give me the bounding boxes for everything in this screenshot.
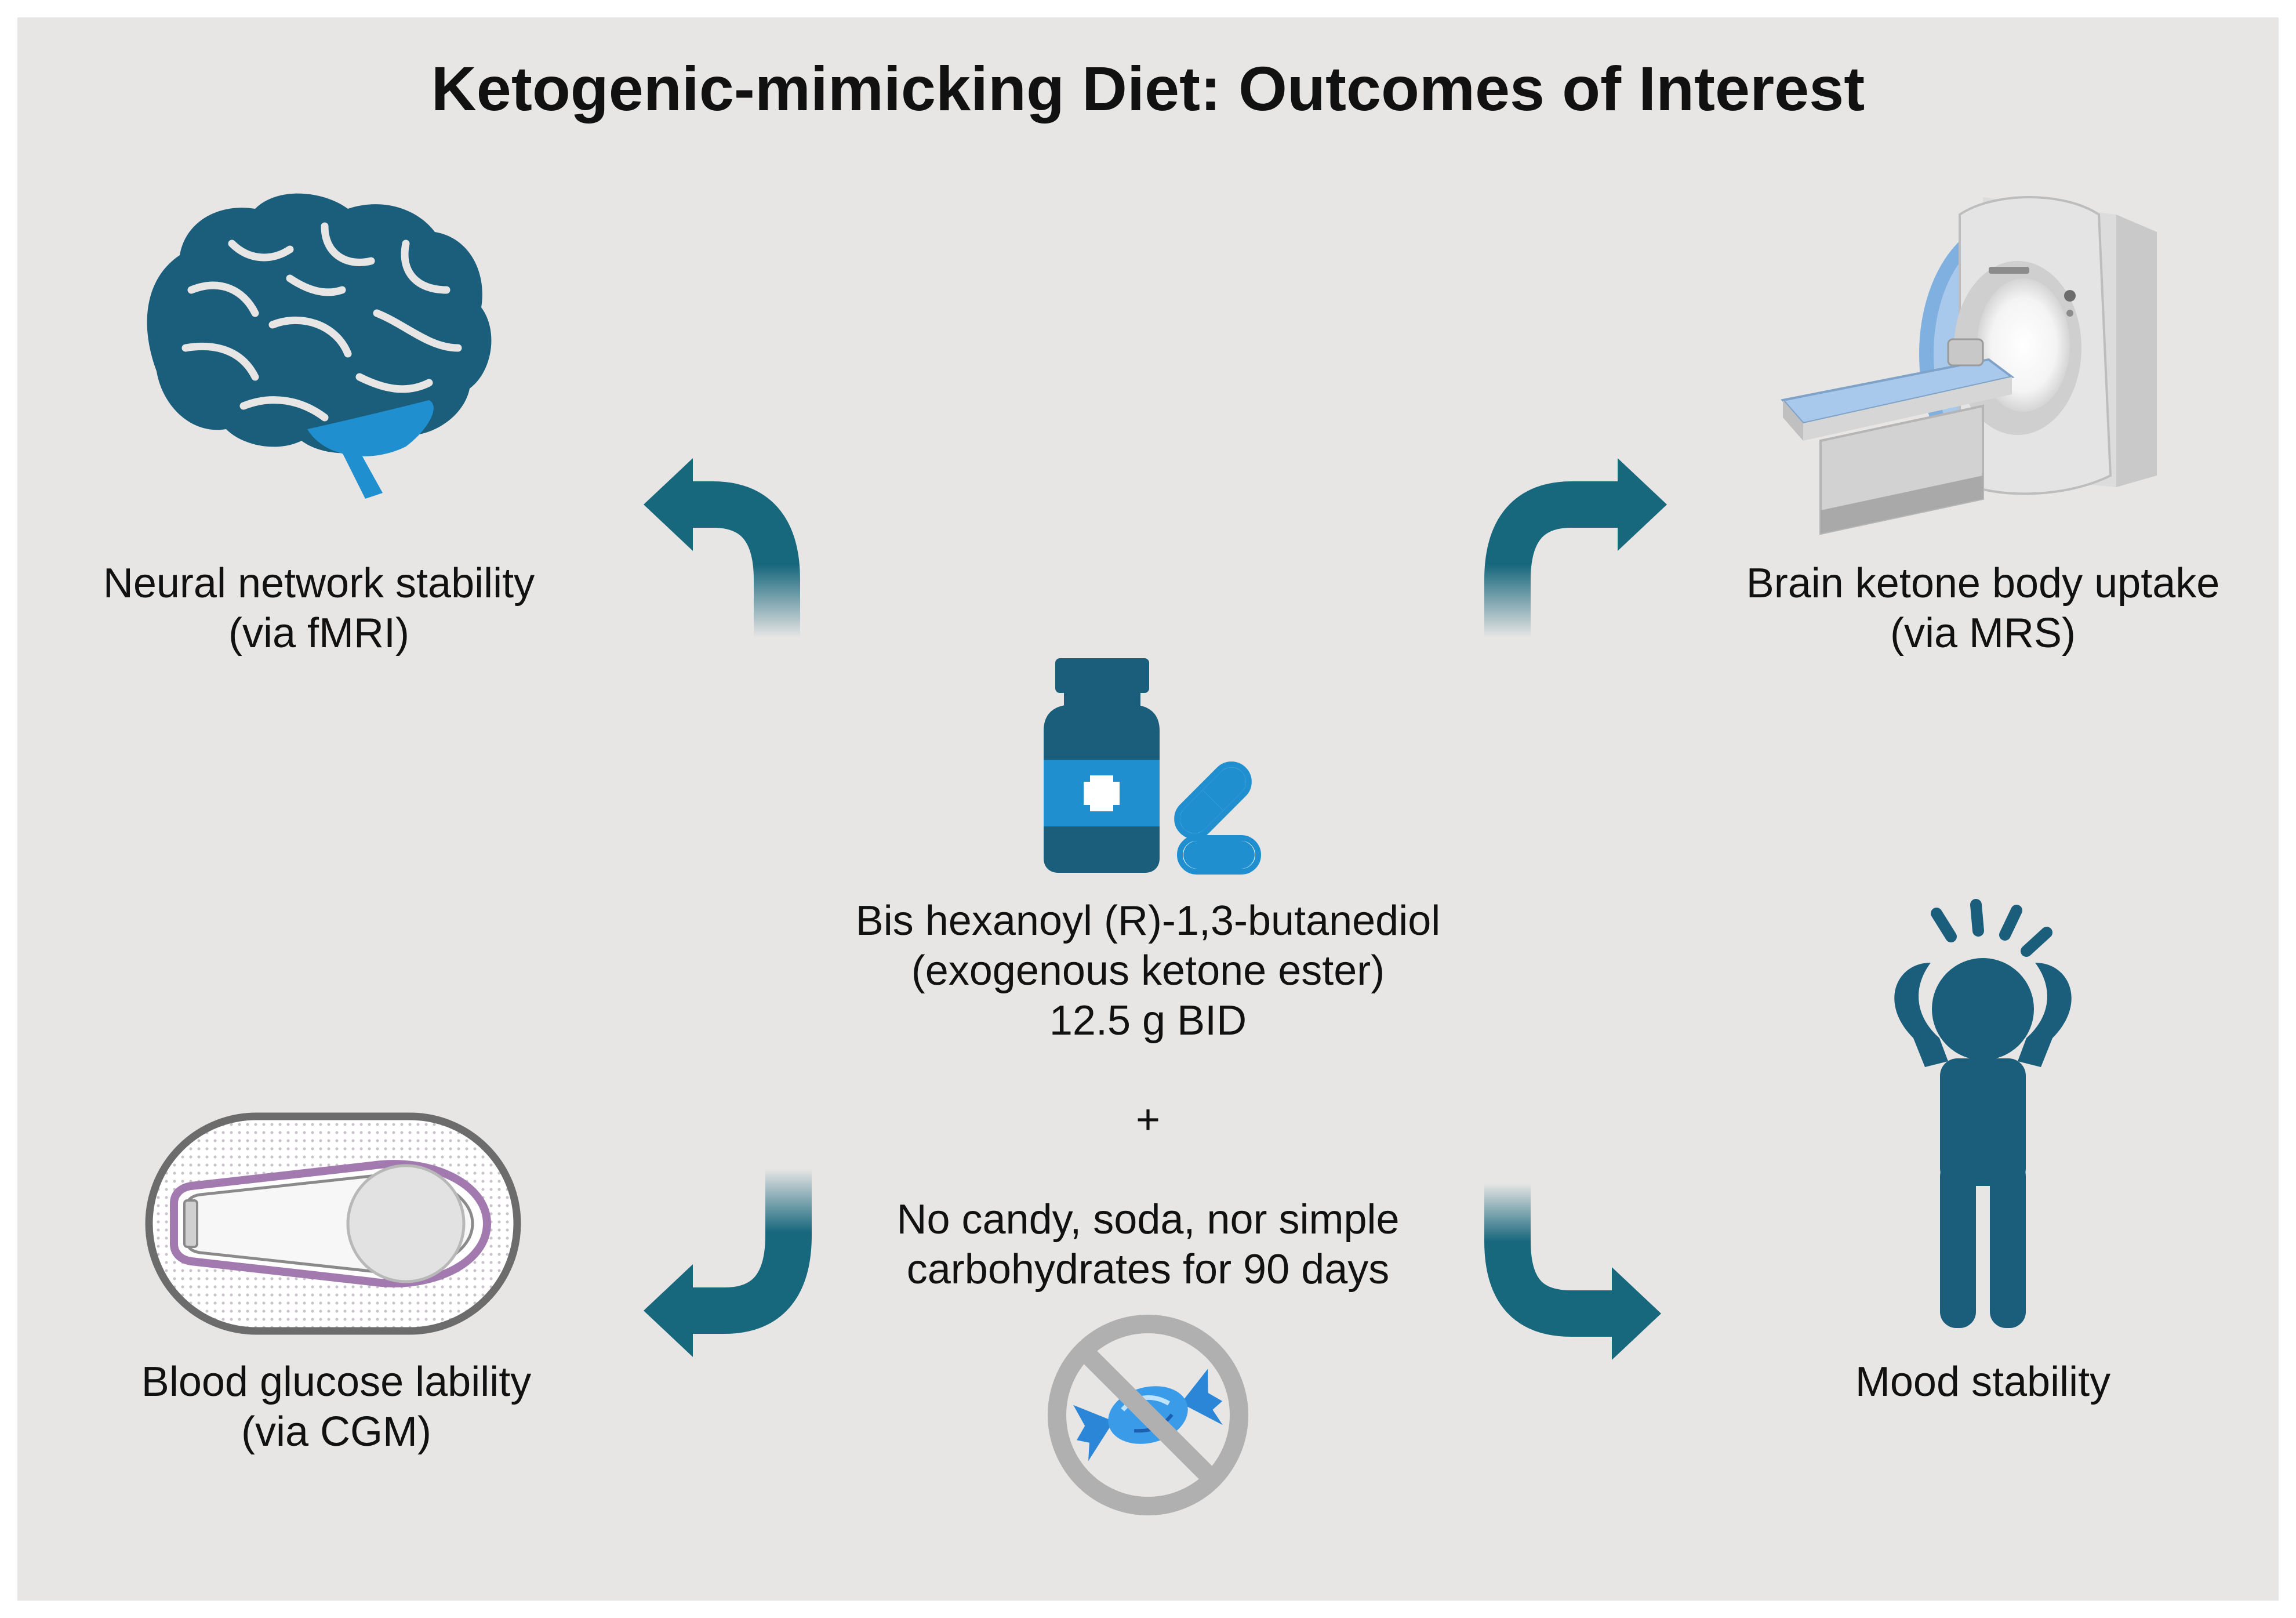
mri-scanner-icon bbox=[1781, 196, 2157, 535]
mrs-outcome-line1: Brain ketone body uptake bbox=[1746, 560, 2220, 607]
glucose-monitor-icon bbox=[145, 1112, 521, 1335]
glucose-outcome-label: Blood glucose lability (via CGM) bbox=[70, 1357, 603, 1457]
mrs-outcome-label: Brain ketone body uptake (via MRS) bbox=[1681, 558, 2284, 658]
plus-sign: + bbox=[1135, 1097, 1161, 1143]
neural-outcome-line2: (via fMRI) bbox=[228, 610, 409, 656]
arrow-to-mood bbox=[1484, 1183, 1661, 1360]
arrow-to-mrs bbox=[1484, 458, 1667, 638]
diet-line2: carbohydrates for 90 days bbox=[906, 1246, 1390, 1293]
neural-outcome-line1: Neural network stability bbox=[103, 560, 535, 607]
intervention-diet-label: No candy, soda, nor simple carbohydrates… bbox=[800, 1195, 1496, 1294]
neural-outcome-label: Neural network stability (via fMRI) bbox=[46, 558, 591, 658]
mrs-outcome-line2: (via MRS) bbox=[1890, 610, 2076, 656]
brain-icon bbox=[147, 193, 492, 499]
glucose-outcome-line1: Blood glucose lability bbox=[141, 1359, 532, 1405]
drug-line1: Bis hexanoyl (R)-1,3-butanediol bbox=[855, 898, 1441, 944]
stressed-person-icon bbox=[1894, 899, 2072, 1328]
mood-outcome-label: Mood stability bbox=[1739, 1357, 2226, 1407]
mood-outcome-line1: Mood stability bbox=[1855, 1359, 2111, 1405]
arrow-to-glucose bbox=[644, 1169, 812, 1357]
intervention-drug-label: Bis hexanoyl (R)-1,3-butanediol (exogeno… bbox=[800, 896, 1496, 1046]
no-candy-icon bbox=[1048, 1315, 1248, 1515]
diet-line1: No candy, soda, nor simple bbox=[896, 1196, 1400, 1243]
figure-title: Ketogenic-mimicking Diet: Outcomes of In… bbox=[431, 53, 1865, 124]
drug-line2: (exogenous ketone ester) bbox=[911, 948, 1385, 994]
medicine-bottle-pills-icon bbox=[1044, 658, 1261, 875]
drug-line3: 12.5 g BID bbox=[1049, 997, 1247, 1044]
glucose-outcome-line2: (via CGM) bbox=[241, 1409, 431, 1455]
arrow-to-neural bbox=[644, 458, 800, 638]
